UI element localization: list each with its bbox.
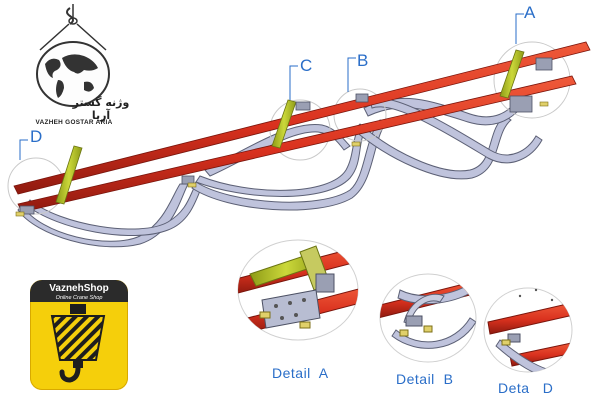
crossbar-d [55, 145, 83, 205]
chain-icon [39, 4, 107, 51]
detail-b-view [379, 273, 477, 363]
crossbar-a [499, 49, 525, 99]
detail-a-view [237, 239, 359, 341]
callout-d: D [30, 127, 43, 146]
detail-d-view [483, 287, 573, 373]
hook-icon [66, 7, 74, 25]
badge-header [30, 280, 128, 302]
detail-d-caption: Deta D [498, 380, 554, 396]
vaznehshop-badge[interactable]: VaznehShop Online Crane Shop [30, 280, 128, 390]
shop-name: VaznehShop [49, 283, 109, 294]
company-logo [36, 4, 110, 107]
callout-a: A [524, 3, 536, 22]
callout-leaders [19, 13, 524, 160]
callout-c: C [300, 56, 313, 75]
logo-english-name: VAZHEH GOSTAR ARIA [35, 119, 113, 126]
rail-upper [13, 41, 591, 195]
crane-hook-icon [50, 304, 106, 383]
detail-circle-b [333, 88, 387, 142]
logo-persian-name: وژنه گستر آریا [72, 96, 130, 122]
detail-b-caption: Detail B [396, 371, 454, 387]
callout-b: B [357, 51, 369, 70]
trolleys [19, 57, 553, 215]
world-map-shape [45, 54, 98, 98]
shop-tagline: Online Crane Shop [55, 295, 103, 301]
detail-a-caption: Detail A [272, 365, 329, 381]
